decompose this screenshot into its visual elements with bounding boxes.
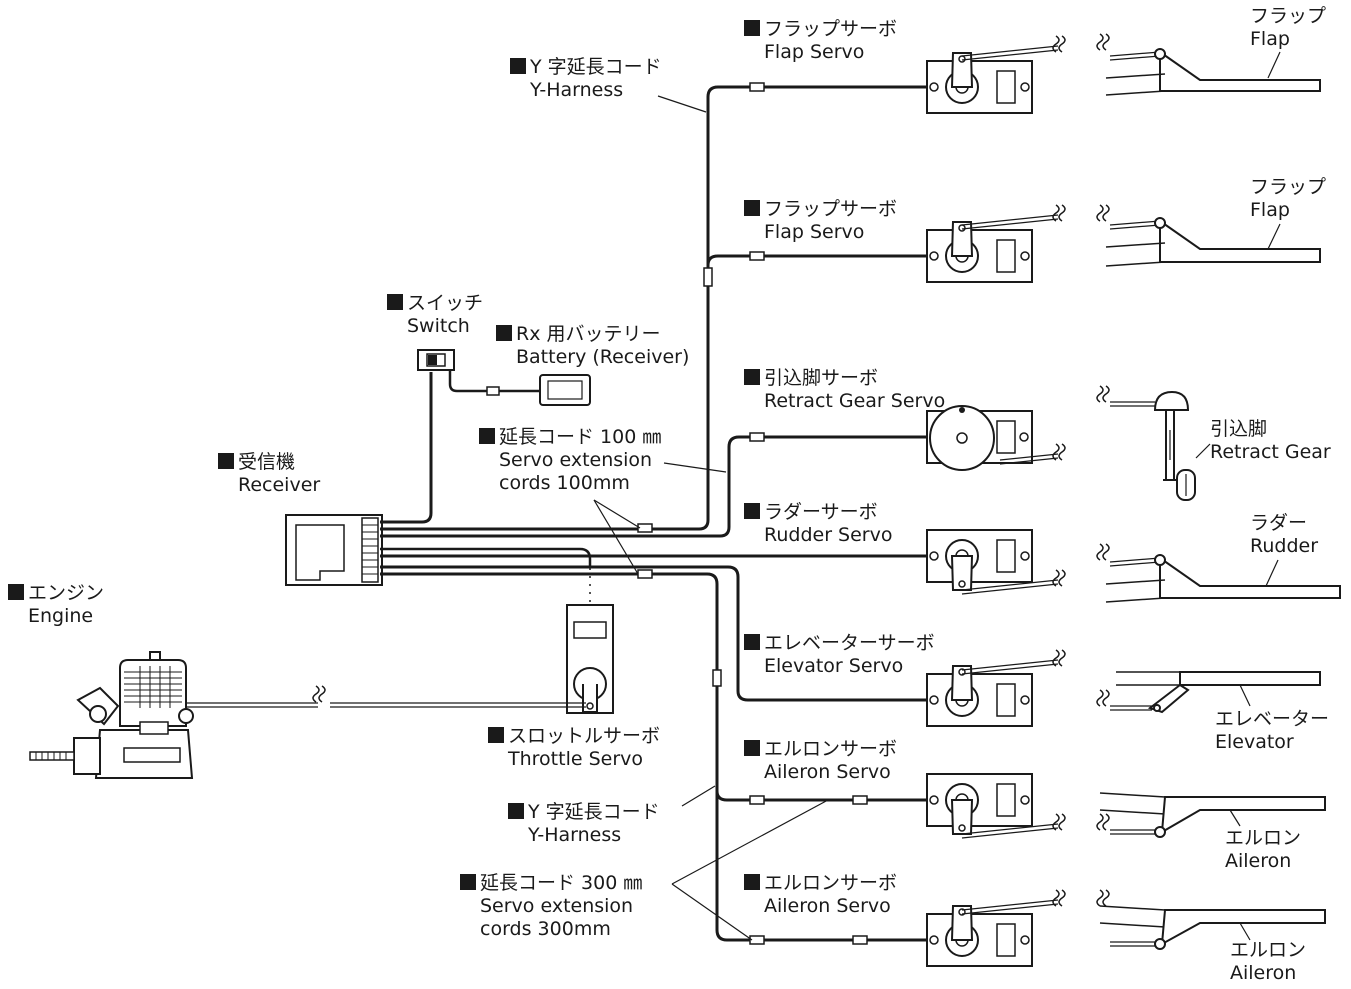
label-en: Y-Harness: [528, 823, 622, 846]
surface-jp: エレベーター: [1215, 708, 1330, 730]
surface-jp: 引込脚: [1210, 418, 1268, 440]
label-en: Rudder Servo: [764, 523, 893, 546]
label-rudder-servo: ラダーサーボ Rudder Servo: [744, 501, 892, 547]
label-en: Elevator Servo: [764, 654, 904, 677]
receiver-unit: [285, 514, 383, 586]
aileron-servo-2: [926, 905, 1033, 967]
surface-jp: エルロン: [1225, 827, 1302, 849]
label-jp: Rx 用バッテリー: [516, 323, 661, 345]
label-throttle-servo: スロットルサーボ Throttle Servo: [488, 725, 660, 771]
flap-surface-2: [1105, 217, 1321, 267]
aileron-servo-1: [926, 773, 1033, 835]
label-en-2: cords 300mm: [480, 917, 611, 940]
connectors: [637, 82, 868, 945]
label-jp: スロットルサーボ: [508, 725, 661, 747]
label-jp: ラダーサーボ: [764, 501, 878, 523]
aileron-surface-2: [1099, 905, 1326, 950]
label-jp: エンジン: [28, 582, 105, 604]
flap-servo-1: [926, 52, 1033, 114]
rudder-surface: [1105, 554, 1341, 603]
surface-en: Aileron: [1230, 961, 1297, 984]
label-en: Servo extension: [499, 448, 653, 471]
aileron-surface-1: [1099, 792, 1326, 838]
label-receiver: 受信機 Receiver: [218, 451, 320, 497]
label-jp: エルロンサーボ: [764, 872, 898, 894]
label-jp: エレベーターサーボ: [764, 632, 935, 654]
battery-unit: [539, 374, 591, 406]
label-y-harness-top: Y 字延長コード Y-Harness: [510, 56, 662, 102]
surface-jp: フラップ: [1250, 5, 1327, 27]
leader-lines: [593, 95, 829, 941]
label-elevator: エレベーター Elevator: [1215, 708, 1329, 754]
label-jp: 受信機: [238, 451, 296, 473]
surface-jp: フラップ: [1250, 176, 1327, 198]
label-jp: フラップサーボ: [764, 198, 898, 220]
surface-en: Flap: [1250, 27, 1290, 50]
rudder-servo: [926, 529, 1033, 591]
label-ext-300: 延長コード 300 ㎜ Servo extension cords 300mm: [460, 872, 642, 940]
label-jp: 引込脚サーボ: [764, 367, 879, 389]
label-jp: 延長コード 100 ㎜: [499, 426, 662, 448]
label-retract-gear: 引込脚 Retract Gear: [1210, 418, 1331, 464]
elevator-servo: [926, 665, 1033, 727]
label-flap-servo-1: フラップサーボ Flap Servo: [744, 18, 897, 64]
label-jp: 延長コード 300 ㎜: [480, 872, 643, 894]
surface-en: Flap: [1250, 198, 1290, 221]
label-aileron-1: エルロン Aileron: [1225, 827, 1301, 873]
flap-servo-2: [926, 221, 1033, 283]
label-ext-100: 延長コード 100 ㎜ Servo extension cords 100mm: [479, 426, 661, 494]
label-flap-1: フラップ Flap: [1250, 5, 1326, 51]
label-engine: エンジン Engine: [8, 582, 104, 628]
label-jp: エルロンサーボ: [764, 738, 898, 760]
throttle-servo: [566, 604, 614, 714]
label-en: Aileron Servo: [764, 894, 891, 917]
label-en: Aileron Servo: [764, 760, 891, 783]
label-y-harness-bottom: Y 字延長コード Y-Harness: [508, 801, 660, 847]
label-jp: スイッチ: [407, 292, 484, 314]
elevator-surface: [1110, 671, 1321, 714]
flap-surface-1: [1105, 48, 1321, 96]
surface-en: Rudder: [1250, 534, 1319, 557]
retract-gear-unit: [1110, 390, 1211, 501]
retract-servo: [926, 405, 1033, 471]
label-aileron-2: エルロン Aileron: [1230, 939, 1306, 985]
engine-unit: [29, 651, 194, 779]
label-en: Battery (Receiver): [516, 345, 690, 368]
label-elevator-servo: エレベーターサーボ Elevator Servo: [744, 632, 935, 678]
surface-en: Elevator: [1215, 730, 1294, 753]
label-switch: スイッチ Switch: [387, 292, 483, 338]
pushrods: [961, 45, 1059, 915]
label-jp: Y 字延長コード: [528, 801, 660, 823]
label-flap-2: フラップ Flap: [1250, 176, 1326, 222]
label-retract-servo: 引込脚サーボ Retract Gear Servo: [744, 367, 945, 413]
wiring: [380, 85, 930, 942]
throttle-linkage: [180, 702, 586, 708]
surface-leaders: [1265, 51, 1281, 587]
label-aileron-servo-2: エルロンサーボ Aileron Servo: [744, 872, 897, 918]
label-jp: Y 字延長コード: [530, 56, 662, 78]
label-jp: フラップサーボ: [764, 18, 898, 40]
label-en: Throttle Servo: [508, 747, 644, 770]
surface-jp: ラダー: [1250, 512, 1308, 534]
surface-en: Aileron: [1225, 849, 1292, 872]
label-en: Flap Servo: [764, 40, 865, 63]
label-en: Y-Harness: [530, 78, 624, 101]
label-en: Engine: [28, 604, 94, 627]
label-en: Receiver: [238, 473, 321, 496]
label-aileron-servo-1: エルロンサーボ Aileron Servo: [744, 738, 897, 784]
label-en: Flap Servo: [764, 220, 865, 243]
label-en-2: cords 100mm: [499, 471, 630, 494]
surface-en: Retract Gear: [1210, 440, 1331, 463]
label-rudder: ラダー Rudder: [1250, 512, 1318, 558]
switch-unit: [417, 349, 540, 396]
surface-jp: エルロン: [1230, 939, 1307, 961]
label-en: Switch: [407, 314, 470, 337]
label-en: Servo extension: [480, 894, 634, 917]
label-battery: Rx 用バッテリー Battery (Receiver): [496, 323, 689, 369]
label-en: Retract Gear Servo: [764, 389, 946, 412]
label-flap-servo-2: フラップサーボ Flap Servo: [744, 198, 897, 244]
